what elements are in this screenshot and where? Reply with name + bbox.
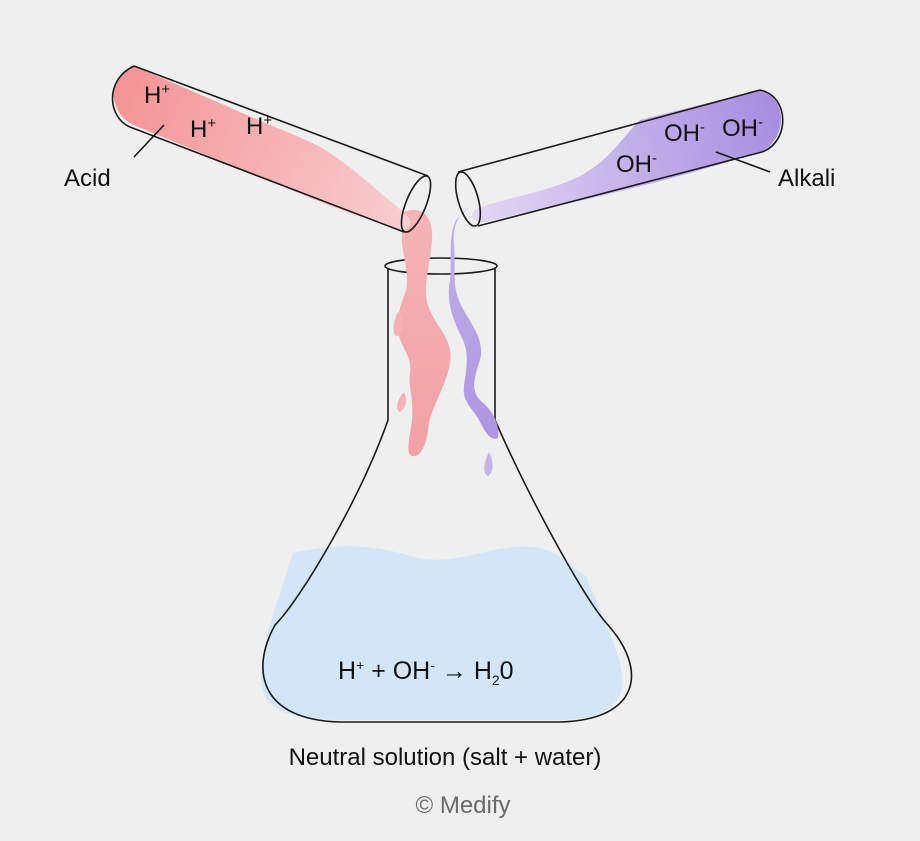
conical-flask	[262, 268, 633, 723]
alkali-leader-line	[715, 151, 771, 173]
acid-ion-3: H+	[246, 112, 272, 140]
acid-ion-1: H+	[144, 81, 170, 109]
alkali-ion-1: OH-	[664, 119, 705, 147]
alkali-label: Alkali	[778, 165, 835, 192]
acid-label: Acid	[64, 165, 111, 192]
acid-stream	[397, 209, 451, 457]
alkali-ion-3: OH-	[616, 150, 657, 178]
acid-liquid	[113, 66, 411, 230]
acid-leader-line	[133, 124, 165, 158]
credit-text: © Medify	[415, 792, 510, 819]
acid-drop	[397, 392, 407, 412]
acid-ion-2: H+	[190, 115, 216, 143]
solution-caption: Neutral solution (salt + water)	[289, 744, 602, 771]
alkali-drop	[484, 452, 493, 476]
alkali-stream	[448, 206, 499, 439]
acid-test-tube	[111, 65, 432, 233]
alkali-test-tube	[454, 89, 784, 227]
flask-mouth	[384, 257, 498, 275]
acid-splash	[393, 312, 403, 337]
alkali-ion-2: OH-	[722, 114, 763, 142]
reaction-equation: H+ + OH- → H20	[338, 657, 514, 688]
neutral-solution-liquid	[261, 546, 623, 720]
alkali-liquid	[471, 90, 782, 223]
